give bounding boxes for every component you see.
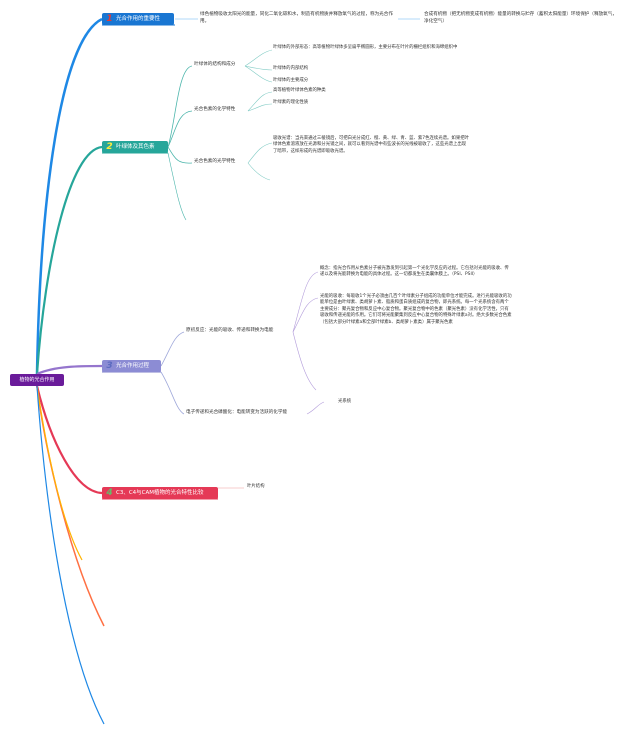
number-badge: 1: [106, 14, 113, 24]
number-badge: 4: [106, 488, 113, 498]
primary-absorption: 光能的吸收：每吸收1个光子必须由几百个叶绿素分子组成的功能单位才能完成。进行光能…: [320, 294, 512, 325]
subtopic-structure[interactable]: 叶绿体的结构和成分: [194, 62, 236, 67]
structure-item: 叶绿体的外部形态：高等植物叶绿体多呈扁平椭圆形，主要分布在叶片的栅栏组织和海绵组…: [273, 45, 458, 50]
topic-label: 叶绿体及其色素: [116, 144, 155, 150]
topic-label: C3、C4与CAM植物的光合特性比较: [116, 490, 204, 496]
photosystem-item: 光系统: [338, 399, 352, 404]
optical-item: 吸收光谱：当光束通过三棱镜后，可把白光分成红、橙、黄、绿、青、蓝、紫7色连续光谱…: [273, 136, 469, 154]
structure-item: 叶绿体的内部结构: [273, 66, 309, 71]
topic-label: 光合作用的重要性: [116, 16, 161, 22]
importance-significance: 合成有机物（把无机物变成有机物）能量的转换与贮存（蓄积太阳能量）环境保护（释放氧…: [424, 12, 617, 24]
topic-chloroplast[interactable]: 2 叶绿体及其色素: [102, 141, 168, 153]
topic-process[interactable]: 3 光合作用过程: [102, 360, 161, 372]
number-badge: 2: [106, 142, 113, 152]
leaf-structure-item: 叶片结构: [247, 484, 265, 489]
chemical-item: 叶绿素的理化性质: [273, 100, 309, 105]
structure-item: 叶绿体的主要成分: [273, 78, 309, 83]
subtopic-primary-reaction[interactable]: 原初反应：光能的吸收、传递和转换为电能: [186, 328, 274, 333]
topic-c3-c4-cam[interactable]: 4 C3、C4与CAM植物的光合特性比较: [102, 487, 218, 499]
subtopic-chemical[interactable]: 光合色素的化学特性: [194, 107, 236, 112]
topic-importance[interactable]: 1 光合作用的重要性: [102, 13, 174, 25]
subtopic-optical[interactable]: 光合色素的光学特性: [194, 159, 236, 164]
number-badge: 3: [106, 361, 113, 371]
primary-concept: 概念：指光合作用从色素分子被光激发到引起第一个光化学反应的过程。它包括对光能的吸…: [320, 266, 509, 278]
root-node[interactable]: 植物的光合作用: [10, 374, 64, 386]
chemical-item: 高等植物叶绿体色素的种类: [273, 88, 326, 93]
subtopic-electron-transfer[interactable]: 电子传递和光合磷酸化：电能转变为活跃的化学能: [186, 410, 288, 415]
topic-label: 光合作用过程: [116, 363, 150, 369]
importance-definition: 绿色植物吸收太阳光的能量，同化二氧化碳和水，制造有机物质并释放氧气的过程，称为光…: [200, 12, 393, 24]
